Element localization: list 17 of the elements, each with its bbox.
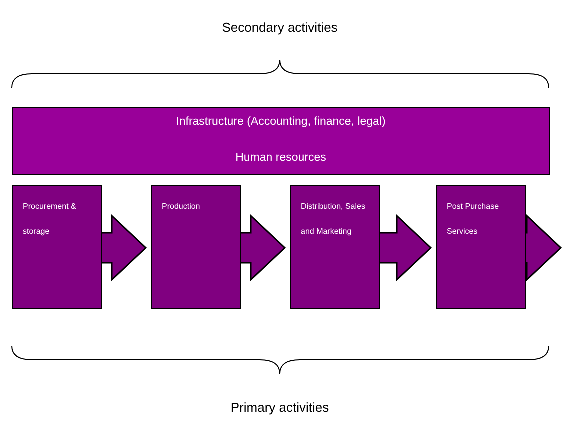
group-label: Primary activities — [230, 400, 330, 415]
activity-label: Procurement & storage — [23, 202, 76, 236]
block-arrow — [525, 214, 562, 282]
activity-box — [12, 185, 102, 309]
activity-box — [436, 185, 526, 309]
activity-label: Post Purchase Services — [447, 202, 500, 236]
activity-box — [290, 185, 380, 309]
block-arrow — [101, 214, 148, 282]
support-activities-bar — [12, 107, 550, 175]
activity-label: Infrastructure (Accounting, finance, legal) — [175, 116, 387, 128]
block-arrow — [379, 214, 432, 282]
activity-label: Production — [162, 202, 200, 211]
activity-label: Distribution, Sales and Marketing — [301, 202, 366, 236]
activity-box — [151, 185, 241, 309]
block-arrow — [240, 214, 286, 282]
activity-label: Human resources — [234, 152, 328, 164]
group-label: Secondary activities — [222, 20, 338, 35]
